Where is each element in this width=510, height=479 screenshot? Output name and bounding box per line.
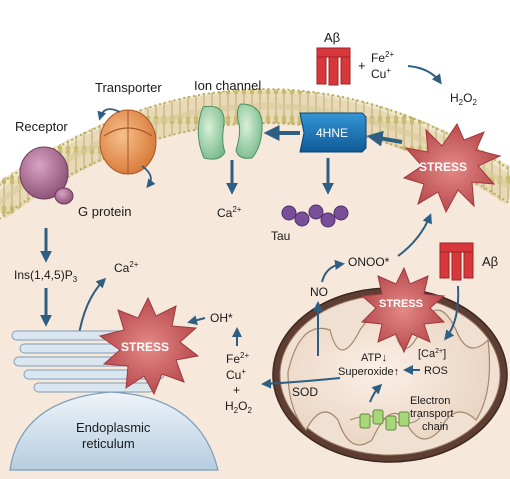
superoxide-label: Superoxide↑ bbox=[338, 366, 399, 378]
onoo-label: ONOO* bbox=[348, 255, 390, 269]
electron-transport-chain bbox=[349, 383, 421, 431]
arrow-sod-to-h2o2 bbox=[261, 377, 341, 389]
arrow-to-h2o2-top bbox=[407, 65, 442, 85]
receptor bbox=[19, 146, 74, 205]
cu-mid-label: Cu+ bbox=[226, 367, 246, 382]
stress-starburst-icon-mito bbox=[360, 266, 446, 354]
sod-label: SOD bbox=[292, 385, 318, 399]
plus-top-label: + bbox=[358, 58, 366, 73]
stress-mito-label: STRESS bbox=[379, 298, 423, 310]
hne-label: 4HNE bbox=[316, 126, 348, 140]
arrow-onoo-to-stress bbox=[397, 213, 432, 257]
stress-starburst-icon-er bbox=[98, 296, 200, 396]
arrow-stress-to-hne bbox=[366, 130, 403, 147]
er-label-line1: Endoplasmic bbox=[76, 420, 151, 435]
no-label: NO bbox=[310, 285, 328, 299]
arrow-no-to-onoo bbox=[321, 259, 345, 283]
stress-er-label: STRESS bbox=[121, 340, 169, 354]
etc-label-line1: Electron bbox=[410, 395, 450, 407]
h2o2-mid-label: H2O2 bbox=[225, 399, 252, 415]
abeta-right-label: Aβ bbox=[482, 254, 498, 269]
oh-label: OH* bbox=[210, 311, 233, 325]
ip3-label: Ins(1,4,5)P3 bbox=[14, 268, 78, 284]
stress-membrane-label: STRESS bbox=[419, 160, 467, 174]
hne-box bbox=[299, 112, 367, 153]
atp-label: ATP↓ bbox=[361, 352, 387, 364]
etc-label-line2: transport bbox=[410, 408, 453, 420]
g-protein-label: G protein bbox=[78, 204, 131, 219]
g-protein-blob bbox=[54, 187, 74, 205]
stress-starburst-icon-membrane bbox=[402, 122, 502, 214]
tau-label: Tau bbox=[271, 229, 290, 243]
cu-top-label: Cu+ bbox=[371, 66, 391, 81]
abeta-peptide-icon-top bbox=[316, 47, 351, 86]
ca-er-label: Ca2+ bbox=[114, 260, 139, 275]
arrow-abeta-to-ros bbox=[444, 285, 460, 341]
abeta-top-label: Aβ bbox=[324, 30, 340, 45]
transporter bbox=[97, 108, 157, 189]
ion-channel-label: Ion channel bbox=[194, 78, 261, 93]
ca-channel-label: Ca2+ bbox=[217, 205, 242, 220]
arrow-oh-to-stress bbox=[187, 315, 206, 326]
plus-mid-label: + bbox=[233, 383, 240, 397]
ca-ros-label: [Ca2+] bbox=[418, 348, 446, 360]
etc-label-line3: chain bbox=[422, 421, 448, 433]
ion-channel bbox=[197, 103, 263, 160]
h2o2-top-label: H2O2 bbox=[450, 91, 477, 107]
fe-mid-label: Fe2+ bbox=[226, 351, 249, 366]
transporter-label: Transporter bbox=[95, 80, 162, 95]
fe-top-label: Fe2+ bbox=[371, 50, 394, 65]
er-label-line2: reticulum bbox=[82, 436, 135, 451]
abeta-peptide-icon-right bbox=[439, 242, 474, 281]
ros-label: ROS bbox=[424, 365, 448, 377]
receptor-label: Receptor bbox=[15, 119, 68, 134]
tau-beads-icon bbox=[281, 204, 349, 228]
